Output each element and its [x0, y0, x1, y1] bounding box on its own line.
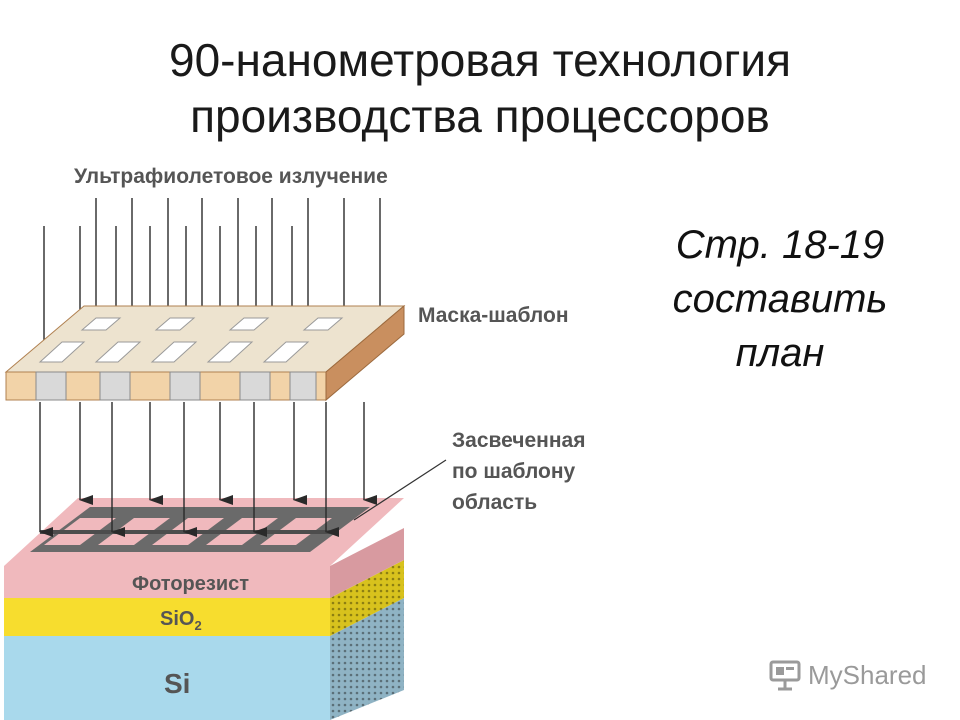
note-line-2: составить: [672, 277, 888, 321]
sio2-layer: [4, 598, 330, 636]
title-line-1: 90-нанометровая технология: [169, 34, 791, 86]
watermark-text: MyShared: [808, 659, 927, 690]
slide-title: 90-нанометровая технология производства …: [0, 32, 960, 144]
mask-label: Маска-шаблон: [418, 304, 569, 327]
mask-template: [4, 304, 406, 402]
photoresist-layer-side: [330, 528, 404, 598]
sio2-label-base: SiO: [160, 608, 194, 630]
exposed-label-line-1: Засвеченная: [452, 429, 585, 452]
projector-screen-icon: [769, 660, 801, 691]
uv-label: Ультрафиолетовое излучение: [74, 165, 388, 188]
exposed-label-line-2: по шаблону: [452, 460, 576, 483]
photoresist-layer: [4, 566, 330, 598]
sio2-layer-side: [330, 560, 404, 636]
exposed-area-label: Засвеченная по шаблону область: [452, 429, 591, 514]
exposure-arrows: [39, 402, 377, 537]
si-layer: [4, 636, 330, 720]
sio2-label: SiO2: [160, 608, 202, 633]
exposed-label-line-3: область: [452, 491, 537, 514]
si-layer-side: [330, 598, 404, 720]
sio2-label-sub: 2: [194, 618, 201, 633]
title-line-2: производства процессоров: [190, 90, 770, 142]
watermark: MyShared: [768, 656, 927, 694]
note-line-1: Стр. 18-19: [675, 223, 885, 267]
wafer-stack: Фоторезист SiO2 Si: [4, 498, 404, 720]
si-label: Si: [164, 668, 190, 699]
exposed-area-pointer: [353, 459, 447, 521]
exposed-pattern: [30, 507, 370, 552]
assignment-note: Стр. 18-19 составить план: [612, 218, 948, 380]
photoresist-label: Фоторезист: [132, 573, 249, 595]
note-line-3: план: [735, 331, 825, 375]
mask-side: [325, 304, 405, 402]
